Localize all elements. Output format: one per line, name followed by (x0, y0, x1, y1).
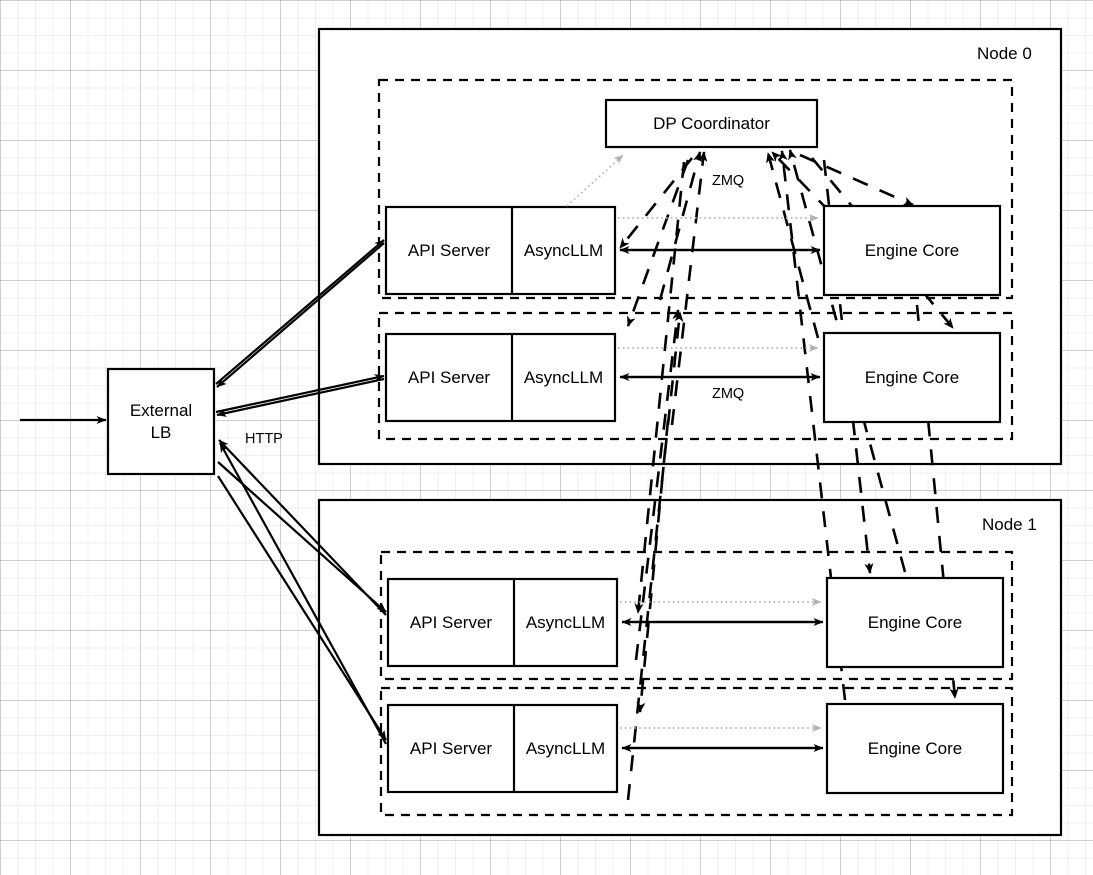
node1-engine-0-label: Engine Core (867, 612, 963, 632)
node0-server-1-api-label: API Server (407, 367, 491, 387)
node1-server-1-api-label: API Server (409, 738, 493, 758)
node0-engine-1-box[interactable] (822, 331, 1002, 424)
node1-server-1-box[interactable] (386, 703, 619, 794)
node1-server-0-box[interactable] (386, 577, 619, 668)
node0-engine-0-label: Engine Core (864, 240, 960, 260)
node0-server-0-api-label: API Server (407, 240, 491, 260)
dp-group-node0-rank0 (377, 78, 1014, 300)
node0-engine-1-label: Engine Core (864, 367, 960, 387)
node1-engine-1-label: Engine Core (867, 738, 963, 758)
external-lb-box[interactable] (106, 367, 216, 476)
dp-coordinator-box[interactable] (604, 98, 819, 149)
node0-server-1-asyncllm-label: AsyncLLM (523, 367, 604, 387)
dp-group-node0-rank1 (377, 311, 1014, 441)
node1-server-0-asyncllm-label: AsyncLLM (525, 612, 606, 632)
node1-server-0-api-label: API Server (409, 612, 493, 632)
node1-engine-0-box[interactable] (825, 576, 1005, 669)
dp-group-node1-rank0 (379, 550, 1014, 681)
external-lb-label-line1: External (129, 401, 193, 421)
dp-coordinator-label: DP Coordinator (653, 113, 770, 133)
node0-server-0-asyncllm-label: AsyncLLM (523, 240, 604, 260)
node0-server-1-box[interactable] (384, 332, 617, 423)
external-lb-label-line2: LB (150, 422, 172, 442)
node1-server-1-asyncllm-label: AsyncLLM (525, 738, 606, 758)
node0-engine-0-box[interactable] (822, 204, 1002, 297)
http-edges (20, 239, 387, 745)
node1-engine-1-box[interactable] (825, 702, 1005, 795)
node0-server-0-box[interactable] (384, 205, 617, 296)
asyncllm-enginecore-zmq-edges (619, 246, 824, 752)
async-notify-dotted-edges (566, 154, 822, 732)
dp-group-node1-rank1 (379, 686, 1014, 817)
external-lb-label: External LB (108, 369, 214, 474)
